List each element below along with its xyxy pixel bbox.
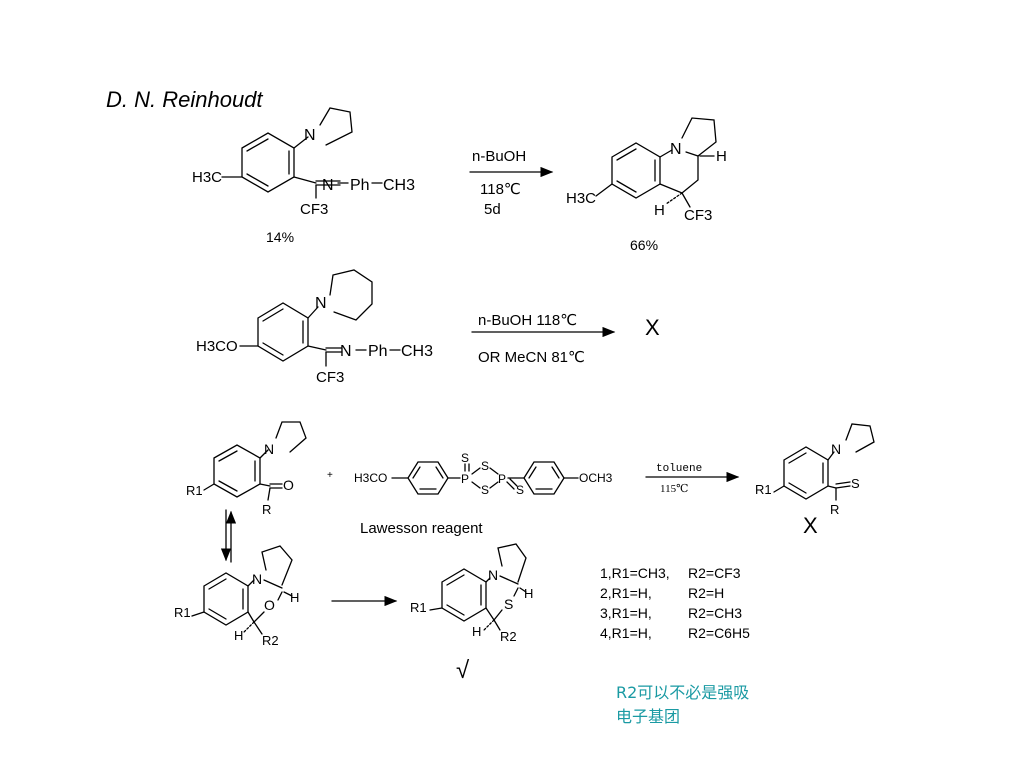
r2-ch3: CH3 — [401, 343, 433, 360]
note-block: R2可以不必是强吸 电子基团 — [616, 683, 749, 726]
th-n: N — [488, 567, 498, 583]
author-title: D. N. Reinhoudt — [106, 87, 263, 112]
ox-h-left: H — [234, 628, 243, 643]
r3-cond-solvent: toluene — [656, 463, 702, 475]
sub-4-r2: R2=C6H5 — [688, 625, 750, 641]
sub-3-r2: R2=CH3 — [688, 605, 742, 621]
th-s: S — [504, 596, 513, 612]
ox-o: O — [264, 597, 275, 613]
reaction3-arrow: toluene 115℃ — [645, 463, 740, 495]
lr-p-right: P — [498, 472, 506, 486]
thiazine-structure: R1 N S H R2 H — [410, 543, 533, 644]
reaction3-ketone: R1 N O R — [186, 421, 307, 517]
r1-product-h3c: H3C — [566, 190, 596, 207]
r4-result-check: √ — [456, 657, 470, 684]
note-line-2: 电子基团 — [616, 707, 680, 726]
r3-thio-s: S — [851, 476, 860, 491]
r1-reactant-h3c: H3C — [192, 169, 222, 186]
lr-s-right: S — [516, 483, 524, 497]
sub-2-r2: R2=H — [688, 585, 724, 601]
r3-ketone-o: O — [283, 477, 294, 493]
r3-cond-temp: 115℃ — [660, 483, 688, 495]
r2-reactant-h3co: H3CO — [196, 338, 238, 355]
r1-product-cf3: CF3 — [684, 207, 712, 224]
r1-cond-time: 5d — [484, 201, 501, 218]
r1-reactant-ring-n: N — [304, 127, 316, 144]
r1-imine-n: N — [322, 177, 334, 194]
r3-thio-r1: R1 — [755, 482, 772, 497]
sub-1-r2: R2=CF3 — [688, 565, 741, 581]
equilibrium-arrows — [220, 509, 237, 563]
th-r1: R1 — [410, 600, 427, 615]
reaction2-reactant: H3CO N CF3 N Ph CH3 — [196, 269, 433, 386]
lr-s-ring-top: S — [481, 459, 489, 473]
lr-s-ring-bottom: S — [481, 483, 489, 497]
r1-ph: Ph — [350, 177, 370, 194]
r1-cond-solvent: n-BuOH — [472, 148, 526, 165]
th-h-right: H — [524, 586, 533, 601]
r3-plus: + — [327, 470, 333, 481]
reaction3-thioketone: R1 N S R X — [755, 423, 875, 538]
r1-ch3: CH3 — [383, 177, 415, 194]
r2-imine-n: N — [340, 343, 352, 360]
r2-cond-2: OR MeCN 81℃ — [478, 349, 585, 366]
ox-n: N — [252, 571, 262, 587]
r2-reactant-ring-n: N — [315, 295, 327, 312]
r1-product-h-top: H — [716, 148, 727, 165]
lr-p-left: P — [461, 472, 469, 486]
sub-3-label: 3,R1=H, — [600, 605, 652, 621]
r1-cond-temp: 118℃ — [480, 181, 521, 198]
oxazine-structure: R1 N O H R2 H — [174, 545, 299, 648]
lawesson-reagent: H3CO P S S S P S OCH3 Lawesson reagent — [354, 451, 613, 537]
ox-r2: R2 — [262, 633, 279, 648]
ox-h-right: H — [290, 590, 299, 605]
lr-right-group: OCH3 — [579, 471, 613, 485]
lr-name: Lawesson reagent — [360, 520, 483, 537]
r2-cond-1: n-BuOH 118℃ — [478, 312, 577, 329]
r2-result-x: X — [645, 315, 660, 340]
reaction1-product: H3C N H CF3 H 66% — [566, 117, 727, 253]
th-h-left: H — [472, 624, 481, 639]
r3-thio-ring-n: N — [831, 441, 841, 457]
sub-1-label: 1,R1=CH3, — [600, 565, 670, 581]
lr-s-top: S — [461, 451, 469, 465]
r3-ketone-r: R — [262, 502, 271, 517]
sub-2-label: 2,R1=H, — [600, 585, 652, 601]
r1-product-ring-n: N — [670, 141, 682, 158]
r3-ketone-r1: R1 — [186, 483, 203, 498]
sub-4-label: 4,R1=H, — [600, 625, 652, 641]
r1-reactant-cf3: CF3 — [300, 201, 328, 218]
r3-result-x: X — [803, 513, 818, 538]
r2-reactant-cf3: CF3 — [316, 369, 344, 386]
r2-ph: Ph — [368, 343, 388, 360]
reaction1-arrow: n-BuOH 118℃ 5d — [469, 148, 554, 218]
r1-reactant-yield: 14% — [266, 229, 294, 245]
reaction2-arrow: n-BuOH 118℃ OR MeCN 81℃ X — [471, 312, 660, 366]
r1-product-h-bottom: H — [654, 202, 665, 219]
r3-ketone-ring-n: N — [264, 441, 274, 457]
lr-left-group: H3CO — [354, 471, 387, 485]
r3-thio-r: R — [830, 502, 839, 517]
substituent-list: 1,R1=CH3, R2=CF3 2,R1=H, R2=H 3,R1=H, R2… — [600, 565, 750, 641]
th-r2: R2 — [500, 629, 517, 644]
r1-product-yield: 66% — [630, 237, 658, 253]
reaction1-reactant: H3C N CF3 N Ph CH3 14% — [192, 107, 415, 245]
note-line-1: R2可以不必是强吸 — [616, 683, 749, 702]
ox-r1: R1 — [174, 605, 191, 620]
